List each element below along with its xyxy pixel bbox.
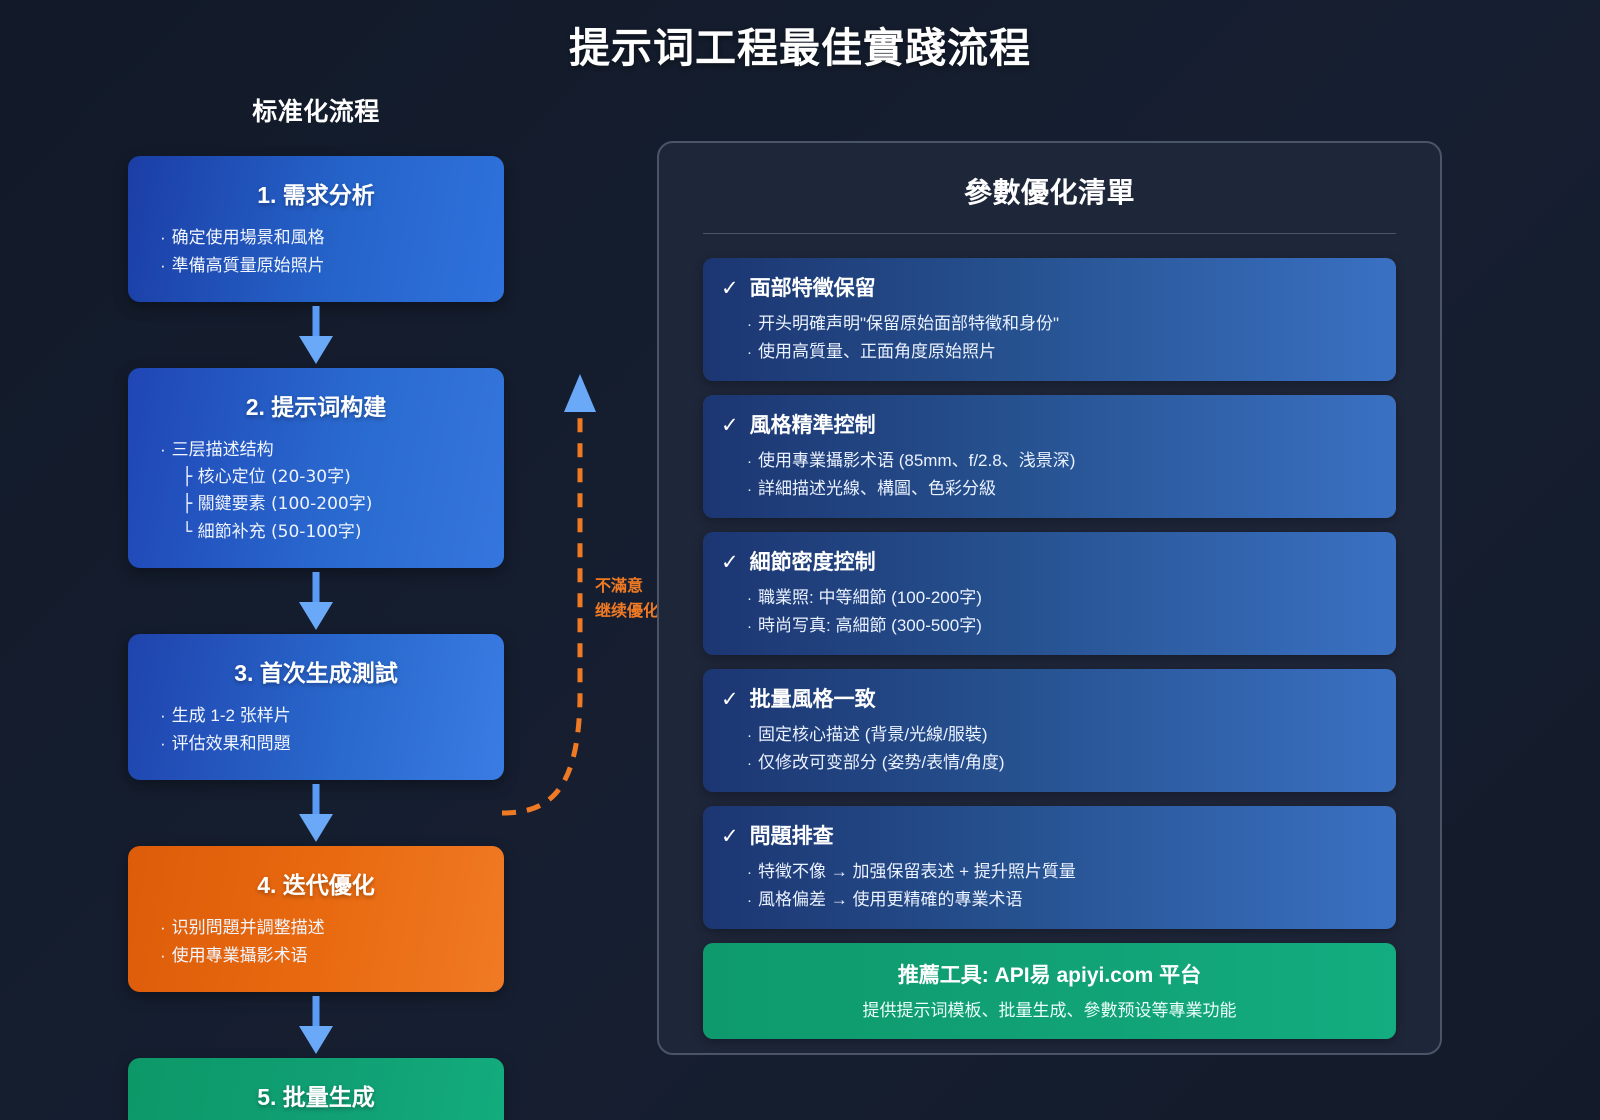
- bullet-icon: ·: [747, 864, 752, 882]
- arrow-stem: [312, 571, 320, 606]
- flow-step-3-item: ·评估效果和問題: [160, 733, 291, 753]
- check-card-1-title: 面部特徵保留: [749, 277, 876, 300]
- flow-step-4-item: ·识别問題并調整描述: [160, 917, 325, 937]
- flow-step-2-subitem: ├ 關鍵要素 (100-200字): [182, 494, 373, 515]
- check-card-4[interactable]: ✓ 批量風格一致 ·固定核心描述 (背景/光線/服裝) ·仅修改可变部分 (姿势…: [703, 669, 1396, 793]
- feedback-loop-path: [501, 410, 583, 816]
- bullet-icon: ·: [160, 705, 166, 725]
- flow-step-4-title: 4. 迭代優化: [257, 871, 375, 898]
- bullet-icon: ·: [747, 754, 752, 772]
- arrow-stem: [312, 306, 320, 341]
- check-card-5-item: ·風格偏差 → 使用更精確的專業术语: [747, 889, 1023, 909]
- arrow-stem: [312, 783, 320, 818]
- flow-arrow-2-3: [128, 568, 504, 634]
- check-card-5-header: ✓ 問題排查: [721, 820, 1378, 850]
- check-card-3[interactable]: ✓ 細節密度控制 ·職業照: 中等細節 (100-200字) ·時尚写真: 高細…: [703, 532, 1396, 656]
- flow-step-1-item: ·确定使用場景和風格: [160, 228, 325, 247]
- flow-step-2-subitem: └ 細節补充 (50-100字): [182, 521, 362, 542]
- check-card-2-title: 風格精準控制: [749, 414, 876, 438]
- check-card-2[interactable]: ✓ 風格精準控制 ·使用專業攝影术语 (85mm、f/2.8、浅景深) ·詳細描…: [703, 395, 1396, 519]
- bullet-icon: ·: [160, 917, 166, 937]
- flow-step-2-item: ·三层描述结构: [160, 440, 274, 460]
- bullet-icon: ·: [747, 590, 752, 608]
- flow-step-5-title: 5. 批量生成: [257, 1083, 375, 1110]
- feedback-label-line-2: 继续優化: [595, 602, 660, 620]
- check-card-4-item: ·固定核心描述 (背景/光線/服裝): [747, 725, 988, 745]
- check-card-1-item: ·开头明確声明"保留原始面部特徵和身份": [747, 314, 1060, 333]
- flow-step-1-item: ·準備高質量原始照片: [160, 256, 325, 276]
- flow-step-3-title: 3. 首次生成測試: [234, 659, 398, 686]
- check-card-2-header: ✓ 風格精準控制: [721, 409, 1378, 439]
- check-icon: ✓: [721, 551, 739, 575]
- panel-divider: [703, 233, 1396, 234]
- flow-step-3-item: ·生成 1-2 张样片: [160, 705, 291, 725]
- bullet-icon: ·: [160, 256, 166, 276]
- page-title: 提示词工程最佳實踐流程: [569, 25, 1031, 71]
- check-icon: ✓: [721, 688, 739, 712]
- flow-step-4-item: ·使用專業攝影术语: [160, 945, 308, 965]
- bullet-icon: ·: [747, 891, 752, 909]
- left-column-heading: 标准化流程: [252, 98, 380, 126]
- check-card-4-item: ·仅修改可变部分 (姿势/表情/角度): [747, 752, 1005, 772]
- check-card-1[interactable]: ✓ 面部特徵保留 ·开头明確声明"保留原始面部特徵和身份" ·使用高質量、正面角…: [703, 258, 1396, 382]
- check-card-5[interactable]: ✓ 問題排查 ·特徵不像 → 加强保留表述 + 提升照片質量 ·風格偏差 → 使…: [703, 806, 1396, 930]
- arrow-down-icon: [299, 813, 333, 842]
- recommended-tool-card[interactable]: 推薦工具: API易 apiyi.com 平台 提供提示词模板、批量生成、參數预…: [703, 943, 1396, 1040]
- bullet-icon: ·: [747, 316, 752, 333]
- check-card-4-title: 批量風格一致: [749, 688, 876, 712]
- panel-title: 參數優化清單: [963, 177, 1135, 208]
- check-card-3-title: 細節密度控制: [749, 551, 876, 575]
- arrow-down-icon: [299, 336, 333, 365]
- arrow-stem: [312, 995, 320, 1030]
- check-card-5-item: ·特徵不像 → 加强保留表述 + 提升照片質量: [747, 862, 1076, 882]
- flow-step-4[interactable]: 4. 迭代優化 ·识别問題并調整描述 ·使用專業攝影术语: [128, 845, 504, 992]
- recommended-tool-subtitle: 提供提示词模板、批量生成、參數预设等專業功能: [862, 1001, 1237, 1021]
- flow-step-5[interactable]: 5. 批量生成 ·保存提示词模板 ·生成多姿势變體: [128, 1057, 504, 1120]
- check-card-1-item: ·使用高質量、正面角度原始照片: [747, 341, 996, 361]
- bullet-icon: ·: [160, 733, 166, 753]
- bullet-icon: ·: [747, 727, 752, 745]
- bullet-icon: ·: [160, 228, 166, 247]
- flow-arrow-4-5: [128, 992, 504, 1058]
- flow-step-2-title: 2. 提示词构建: [245, 394, 387, 421]
- check-icon: ✓: [721, 414, 739, 438]
- check-card-1-header: ✓ 面部特徵保留: [721, 272, 1378, 302]
- check-card-2-item: ·詳細描述光線、構圖、色彩分級: [747, 478, 996, 498]
- feedback-loop-label: 不滿意 继续優化: [595, 575, 675, 625]
- parameter-checklist-panel: 參數優化清單 ✓ 面部特徵保留 ·开头明確声明"保留原始面部特徵和身份" ·使用…: [657, 141, 1442, 1055]
- check-icon: ✓: [721, 277, 739, 300]
- standard-flow-column: 标准化流程 1. 需求分析 ·确定使用場景和風格 ·準備高質量原始照片 2. 提…: [128, 92, 504, 1120]
- check-card-2-item: ·使用專業攝影术语 (85mm、f/2.8、浅景深): [747, 451, 1076, 471]
- check-card-3-item: ·時尚写真: 高細節 (300-500字): [747, 615, 982, 635]
- flow-arrow-1-2: [128, 302, 504, 368]
- flow-step-2-subitem: ├ 核心定位 (20-30字): [182, 467, 351, 488]
- check-card-5-title: 問題排查: [749, 825, 834, 849]
- flow-arrow-3-4: [128, 780, 504, 846]
- bullet-icon: ·: [747, 453, 752, 471]
- bullet-icon: ·: [747, 343, 752, 361]
- feedback-label-line-1: 不滿意: [595, 578, 644, 595]
- recommended-tool-title: 推薦工具: API易 apiyi.com 平台: [897, 964, 1202, 988]
- flow-step-1[interactable]: 1. 需求分析 ·确定使用場景和風格 ·準備高質量原始照片: [128, 156, 504, 303]
- arrow-down-icon: [299, 601, 333, 630]
- bullet-icon: ·: [747, 480, 752, 498]
- flow-step-2[interactable]: 2. 提示词构建 ·三层描述结构 ├ 核心定位 (20-30字) ├ 關鍵要素 …: [128, 368, 504, 568]
- bullet-icon: ·: [160, 945, 166, 965]
- panel-body: ✓ 面部特徵保留 ·开头明確声明"保留原始面部特徵和身份" ·使用高質量、正面角…: [659, 234, 1440, 1040]
- bullet-icon: ·: [160, 440, 166, 460]
- arrow-down-icon: [299, 1025, 333, 1054]
- flow-step-3[interactable]: 3. 首次生成測試 ·生成 1-2 张样片 ·评估效果和問題: [128, 633, 504, 780]
- feedback-arrow-up-icon: [564, 374, 596, 412]
- check-card-3-item: ·職業照: 中等細節 (100-200字): [747, 588, 982, 608]
- bullet-icon: ·: [747, 617, 752, 635]
- check-card-3-header: ✓ 細節密度控制: [721, 546, 1378, 576]
- check-card-4-header: ✓ 批量風格一致: [721, 683, 1378, 713]
- check-icon: ✓: [721, 825, 739, 849]
- flow-step-1-title: 1. 需求分析: [257, 182, 375, 208]
